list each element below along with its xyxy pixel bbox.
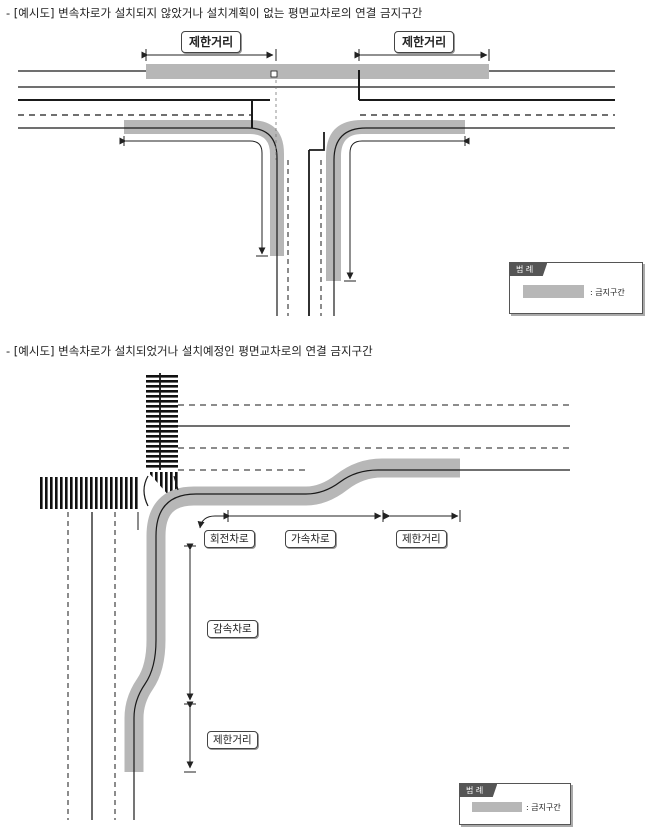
- limit-distance-label-v: 제한거리: [207, 731, 258, 749]
- zone-left-turn: [124, 120, 284, 256]
- road-lines-1: [18, 70, 615, 316]
- limit-distance-label-right: 제한거리: [394, 31, 455, 53]
- legend-swatch: [523, 285, 584, 298]
- prohibited-zones-1: [124, 64, 489, 281]
- legend-item-text-2: : 금지구간: [526, 803, 561, 812]
- zone-right-turn: [326, 120, 465, 281]
- crosswalk-top: [146, 373, 178, 470]
- road-lines-2: [67, 373, 570, 820]
- legend-2: 범 례 : 금지구간: [459, 783, 571, 825]
- legend-title-2: 범 례: [460, 784, 498, 797]
- legend-title: 범 례: [510, 263, 548, 276]
- caption-example-2: - [예시도] 변속차로가 설치되었거나 설치예정인 평면교차로의 연결 금지구…: [6, 344, 373, 358]
- zone-path-2: [124, 458, 460, 772]
- caption-example-1: - [예시도] 변속차로가 설치되지 않았거나 설치계획이 없는 평면교차로의 …: [6, 6, 423, 20]
- dimension-arrows-1: [119, 49, 490, 282]
- zone-main-road: [146, 64, 489, 79]
- dimension-arrows-2: [184, 510, 461, 773]
- turn-lane-label: 회전차로: [204, 530, 255, 548]
- legend-swatch-2: [472, 802, 522, 812]
- limit-distance-label-left: 제한거리: [181, 31, 242, 53]
- legend-1: 범 례 : 금지구간: [509, 262, 643, 314]
- decel-lane-label: 감속차로: [207, 620, 258, 638]
- diagram-1: [18, 49, 615, 316]
- limit-distance-label-h: 제한거리: [396, 530, 447, 548]
- diagram-2: [40, 373, 570, 820]
- crosswalk-left: [40, 477, 138, 509]
- legend-item-text: : 금지구간: [590, 288, 625, 297]
- accel-lane-label: 가속차로: [285, 530, 336, 548]
